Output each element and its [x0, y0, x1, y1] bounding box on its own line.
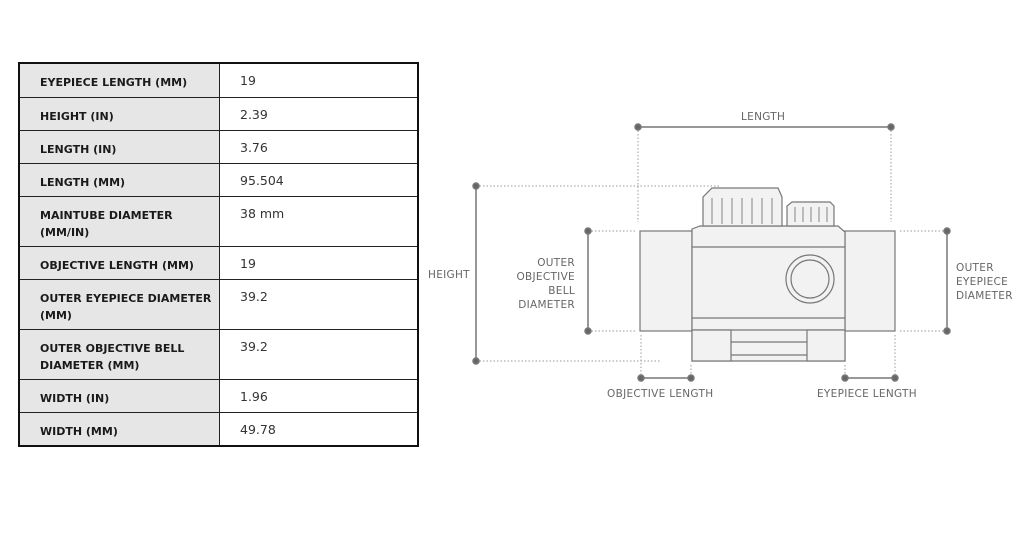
spec-label: OBJECTIVE LENGTH (MM) — [18, 245, 220, 280]
spec-label: LENGTH (IN) — [18, 129, 220, 164]
spec-label: HEIGHT (IN) — [18, 96, 220, 131]
dimension-lines — [472, 123, 951, 382]
spec-label: WIDTH (MM) — [18, 411, 220, 447]
specs-table: EYEPIECE LENGTH (MM)19 HEIGHT (IN)2.39 L… — [18, 62, 419, 447]
spec-value: 38 mm — [219, 195, 419, 247]
spec-label: LENGTH (MM) — [18, 162, 220, 197]
spec-value: 1.96 — [219, 378, 419, 413]
spec-label: OUTER EYEPIECE DIAMETER (MM) — [18, 278, 220, 330]
red-dot-sight-drawing — [639, 187, 896, 362]
length-label: LENGTH — [741, 111, 786, 123]
spec-value: 49.78 — [219, 411, 419, 447]
eyepiece-length-label: EYEPIECE LENGTH — [817, 388, 917, 400]
spec-value: 19 — [219, 245, 419, 280]
outer-eyepiece-label: OUTER EYEPIECE DIAMETER — [956, 262, 1013, 302]
objective-length-label: OBJECTIVE LENGTH — [607, 388, 714, 400]
spec-label: MAINTUBE DIAMETER (MM/IN) — [18, 195, 220, 247]
height-label: HEIGHT — [428, 269, 470, 281]
spec-label: WIDTH (IN) — [18, 378, 220, 413]
spec-label: OUTER OBJECTIVE BELL DIAMETER (MM) — [18, 328, 220, 380]
outer-objective-label: OUTER OBJECTIVE BELL DIAMETER — [516, 257, 575, 311]
